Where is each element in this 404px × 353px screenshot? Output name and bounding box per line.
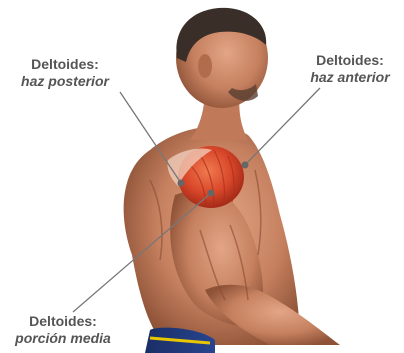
label-posterior-sub: haz posterior [6,73,124,90]
label-anterior-sub: haz anterior [300,69,400,86]
label-deltoides-haz-posterior: Deltoides: haz posterior [6,56,124,90]
leader-dot-posterior [178,180,185,187]
label-media-sub: porción media [2,330,124,347]
leader-dot-anterior [242,162,249,169]
ear [198,54,212,78]
label-media-title: Deltoides: [2,313,124,330]
label-deltoides-haz-anterior: Deltoides: haz anterior [300,52,400,86]
label-posterior-title: Deltoides: [6,56,124,73]
leader-dot-media [208,190,215,197]
leader-line-anterior [245,88,320,165]
label-anterior-title: Deltoides: [300,52,400,69]
label-deltoides-porcion-media: Deltoides: porción media [2,313,124,347]
